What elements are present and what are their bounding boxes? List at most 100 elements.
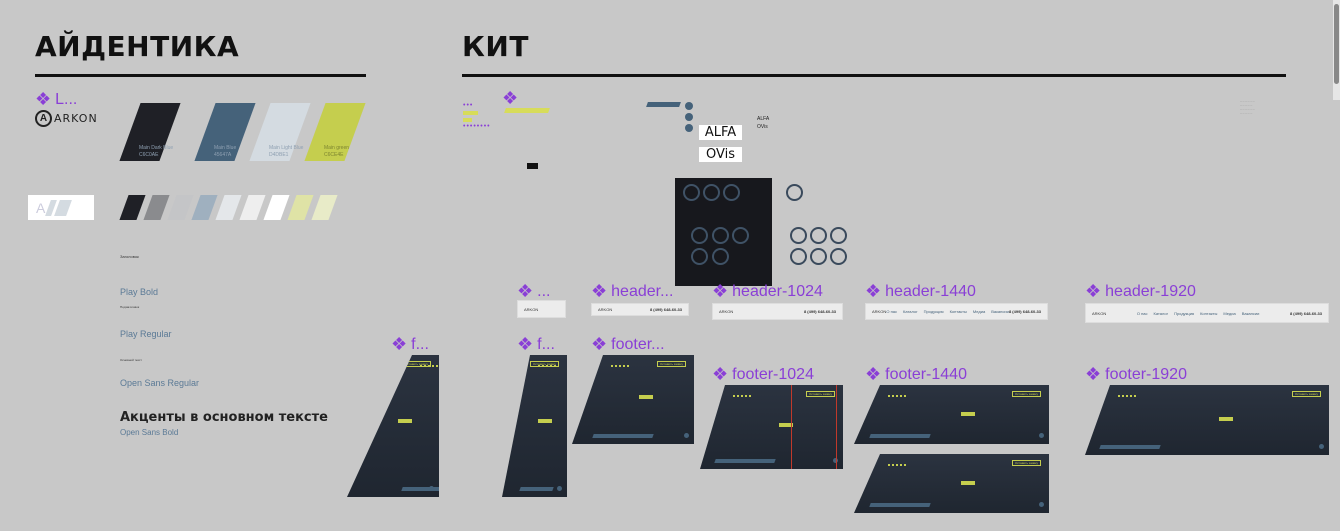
footer-request-button[interactable]: Оставить заявку: [806, 391, 835, 397]
nav-link[interactable]: Контакты: [1200, 310, 1218, 316]
nav-link[interactable]: О нас: [1136, 310, 1148, 316]
icon-set-light[interactable]: [786, 184, 866, 274]
footer-cta[interactable]: [537, 418, 552, 423]
partner-logo-alfa[interactable]: ALFA: [699, 125, 742, 140]
footer-bar: [592, 434, 654, 438]
kit-title: КИТ: [462, 30, 529, 63]
nav-link[interactable]: Продукция: [1174, 310, 1195, 316]
footer-preview[interactable]: Оставить заявку: [700, 385, 843, 469]
component-label[interactable]: ❖header...: [591, 281, 674, 301]
notes-block: — — — — — —— — — — —— — — — — —— — — — —: [1240, 101, 1255, 115]
scroll-top-icon[interactable]: [1319, 444, 1324, 449]
component-icon: ❖: [865, 281, 882, 301]
scroll-top-icon[interactable]: [429, 486, 434, 491]
component-label[interactable]: ❖header-1024: [712, 281, 823, 301]
component-label[interactable]: ❖f...: [517, 334, 555, 354]
component-label[interactable]: ❖footer...: [591, 334, 665, 354]
footer-request-button[interactable]: Оставить заявку: [1292, 391, 1321, 397]
footer-preview[interactable]: Оставить заявку: [572, 355, 694, 444]
scrollbar[interactable]: [1333, 0, 1340, 100]
component-icon[interactable]: ❖: [502, 88, 519, 108]
scroll-top-icon[interactable]: [557, 486, 562, 491]
header-preview[interactable]: ARKON: [517, 300, 566, 318]
shade-swatch[interactable]: [143, 195, 170, 220]
shade-swatch[interactable]: [239, 195, 266, 220]
shade-swatch[interactable]: [215, 195, 242, 220]
shade-swatch[interactable]: [311, 195, 338, 220]
icon-ring: [810, 227, 827, 244]
accent-sample[interactable]: Акценты в основном тексте: [120, 410, 328, 425]
header-logo: ARKON: [719, 309, 734, 314]
scroll-top-icon[interactable]: [684, 433, 689, 438]
scroll-top-icon[interactable]: [1039, 502, 1044, 507]
component-label[interactable]: ❖header-1440: [865, 281, 976, 301]
component-label[interactable]: ❖...: [517, 281, 551, 301]
round-buttons[interactable]: [685, 102, 693, 132]
body-caption: Основной текст: [120, 358, 142, 362]
footer-cta[interactable]: [961, 411, 976, 416]
font-play-bold[interactable]: Play Bold: [120, 287, 159, 297]
nav-link[interactable]: Вакансии: [1241, 310, 1260, 316]
ui-elements-cluster[interactable]: ••• ••••••••: [463, 102, 491, 130]
shade-swatch[interactable]: [263, 195, 290, 220]
component-label[interactable]: ❖footer-1440: [865, 364, 967, 384]
nav-link[interactable]: Контакты: [949, 309, 967, 314]
footer-cta[interactable]: [1219, 416, 1234, 421]
footer-cta[interactable]: [961, 480, 976, 485]
nav-link[interactable]: Медиа: [972, 309, 986, 314]
footer-request-button[interactable]: Оставить заявку: [1012, 391, 1041, 397]
icon-ring: [790, 248, 807, 265]
nav-link[interactable]: Медиа: [1223, 310, 1236, 316]
footer-links: [1118, 395, 1136, 409]
nav-link[interactable]: Вакансии: [991, 309, 1009, 314]
divider: [35, 74, 366, 77]
shade-swatch[interactable]: [119, 195, 146, 220]
footer-preview[interactable]: Оставить заявку: [854, 385, 1049, 444]
shade-swatch[interactable]: [191, 195, 218, 220]
footer-cta[interactable]: [778, 422, 793, 427]
component-icon: ❖: [712, 364, 729, 384]
nav-link[interactable]: Каталог: [1153, 310, 1169, 316]
font-open-sans-bold[interactable]: Open Sans Bold: [120, 428, 179, 437]
footer-cta[interactable]: [397, 418, 412, 423]
footer-preview[interactable]: Оставить заявку: [502, 355, 567, 497]
footer-preview[interactable]: Оставить заявку: [1085, 385, 1329, 455]
subheading-caption: Подзаголовок: [120, 305, 140, 309]
logo-pattern[interactable]: A: [28, 195, 94, 220]
component-label[interactable]: ❖header-1920: [1085, 281, 1196, 301]
footer-preview[interactable]: Оставить заявку: [347, 355, 439, 497]
footer-request-button[interactable]: Оставить заявку: [1012, 460, 1041, 466]
shade-swatch[interactable]: [287, 195, 314, 220]
scroll-top-icon[interactable]: [833, 458, 838, 463]
scroll-top-icon[interactable]: [1039, 433, 1044, 438]
component-label[interactable]: ❖f...: [391, 334, 429, 354]
component-logo-label[interactable]: ❖L...: [35, 89, 77, 110]
guide-line: [836, 385, 837, 469]
partner-logo-ovis[interactable]: OVis: [699, 147, 742, 162]
heading-caption: Заголовок: [120, 254, 139, 259]
font-play-regular[interactable]: Play Regular: [120, 329, 172, 339]
footer-cta[interactable]: [639, 395, 654, 400]
tabs-sample[interactable]: [646, 102, 681, 107]
nav-link[interactable]: О нас: [886, 309, 898, 314]
button-dark-sample[interactable]: [527, 163, 538, 169]
component-label[interactable]: ❖footer-1024: [712, 364, 814, 384]
shade-swatch[interactable]: [167, 195, 194, 220]
button-sample[interactable]: [504, 108, 550, 113]
component-label[interactable]: ❖footer-1920: [1085, 364, 1187, 384]
font-open-sans-regular[interactable]: Open Sans Regular: [120, 378, 200, 388]
icon-ring: [703, 184, 720, 201]
arkon-logo[interactable]: A ARKON: [35, 110, 98, 127]
footer-links: [888, 395, 906, 409]
nav-link[interactable]: Продукция: [923, 309, 944, 314]
nav-link[interactable]: Каталог: [903, 309, 918, 314]
footer-preview[interactable]: Оставить заявку: [854, 454, 1049, 513]
icon-panel-dark[interactable]: [675, 178, 772, 286]
footer-request-button[interactable]: Оставить заявку: [657, 361, 686, 367]
